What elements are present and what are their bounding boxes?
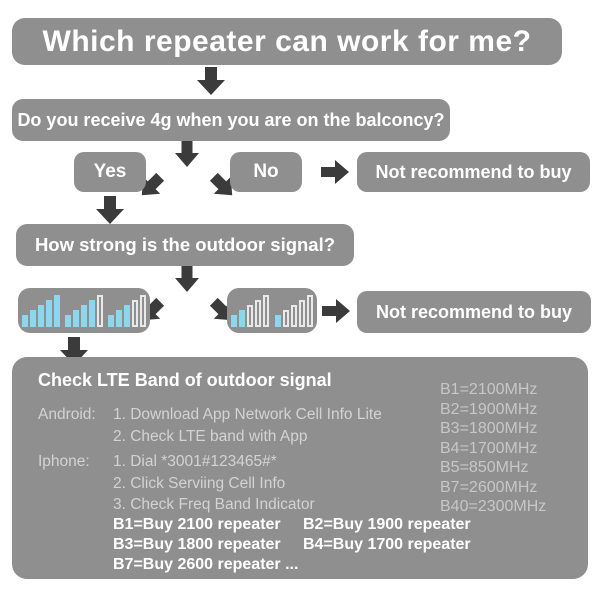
arrow-down-icon: [59, 337, 89, 365]
check-lte-band-panel: Check LTE Band of outdoor signal Android…: [12, 357, 588, 579]
weak-signal-box: [227, 288, 317, 333]
band-item: B2=1900MHz: [440, 400, 538, 418]
android-steps: 1. Download App Network Cell Info Lite 2…: [113, 404, 382, 447]
strong-signal-box: [18, 288, 150, 333]
iphone-label: Iphone:: [38, 453, 90, 470]
arrow-right-icon: [322, 298, 351, 324]
arrow-down-icon: [95, 196, 125, 224]
split-arrows-icon: [135, 266, 239, 328]
iphone-steps: 1. Dial *3001#123465#* 2. Click Serviing…: [113, 451, 315, 516]
page-title: Which repeater can work for me?: [42, 24, 532, 58]
signal-bars-1of5-icon: [275, 295, 313, 327]
title-box: Which repeater can work for me?: [12, 18, 562, 65]
android-step: 1. Download App Network Cell Info Lite: [113, 406, 382, 423]
signal-bars-2of5-icon: [231, 295, 269, 327]
question-signal-text: How strong is the outdoor signal?: [34, 234, 336, 255]
signal-bars-full-icon: [22, 295, 60, 327]
buy-item: B2=Buy 1900 repeater: [303, 516, 471, 533]
panel-header: Check LTE Band of outdoor signal: [38, 370, 332, 390]
buy-item: B3=Buy 1800 repeater: [113, 536, 281, 553]
band-item: B5=850MHz: [440, 459, 529, 476]
iphone-step: 3. Check Freq Band Indicator: [113, 496, 315, 513]
iphone-step: 2. Click Serviing Cell Info: [113, 474, 286, 492]
signal-bars-4of5-icon: [65, 295, 103, 327]
band-item: B4=1700MHz: [440, 439, 538, 457]
arrow-down-icon: [196, 67, 226, 95]
arrow-right-icon: [321, 159, 350, 185]
iphone-step: 1. Dial *3001#123465#*: [113, 453, 277, 470]
not-recommend-top-text: Not recommend to buy: [375, 161, 572, 182]
not-recommend-bottom-text: Not recommend to buy: [375, 301, 572, 322]
band-item: B3=1800MHz: [440, 420, 538, 437]
buy-item: B1=Buy 2100 repeater: [113, 516, 281, 533]
not-recommend-top-box: Not recommend to buy: [357, 152, 590, 192]
android-instructions: Android: 1. Download App Network Cell In…: [38, 404, 382, 447]
yes-label: Yes: [93, 161, 127, 182]
question-signal-box: How strong is the outdoor signal?: [16, 224, 354, 266]
no-box: No: [230, 152, 302, 192]
band-frequency-list: B1=2100MHz B2=1900MHz B3=1800MHz B4=1700…: [440, 380, 546, 517]
band-item: B1=2100MHz: [440, 381, 538, 398]
android-step: 2. Check LTE band with App: [113, 427, 308, 445]
android-label: Android:: [38, 406, 96, 423]
question-balcony-box: Do you receive 4g when you are on the ba…: [12, 99, 450, 141]
buy-item: B7=Buy 2600 repeater ...: [113, 556, 299, 573]
no-label: No: [253, 161, 279, 182]
band-item: B40=2300MHz: [440, 498, 547, 515]
iphone-instructions: Iphone: 1. Dial *3001#123465#* 2. Click …: [38, 451, 315, 516]
band-item: B7=2600MHz: [440, 478, 538, 496]
question-balcony-text: Do you receive 4g when you are on the ba…: [17, 109, 445, 130]
buy-item: B4=Buy 1700 repeater: [303, 536, 471, 553]
yes-box: Yes: [74, 152, 146, 192]
not-recommend-bottom-box: Not recommend to buy: [357, 291, 591, 333]
buy-recommendations: B1=Buy 2100 repeater B2=Buy 1900 repeate…: [113, 515, 493, 575]
split-arrows-icon: [135, 141, 239, 203]
signal-bars-3of5-icon: [108, 295, 146, 327]
